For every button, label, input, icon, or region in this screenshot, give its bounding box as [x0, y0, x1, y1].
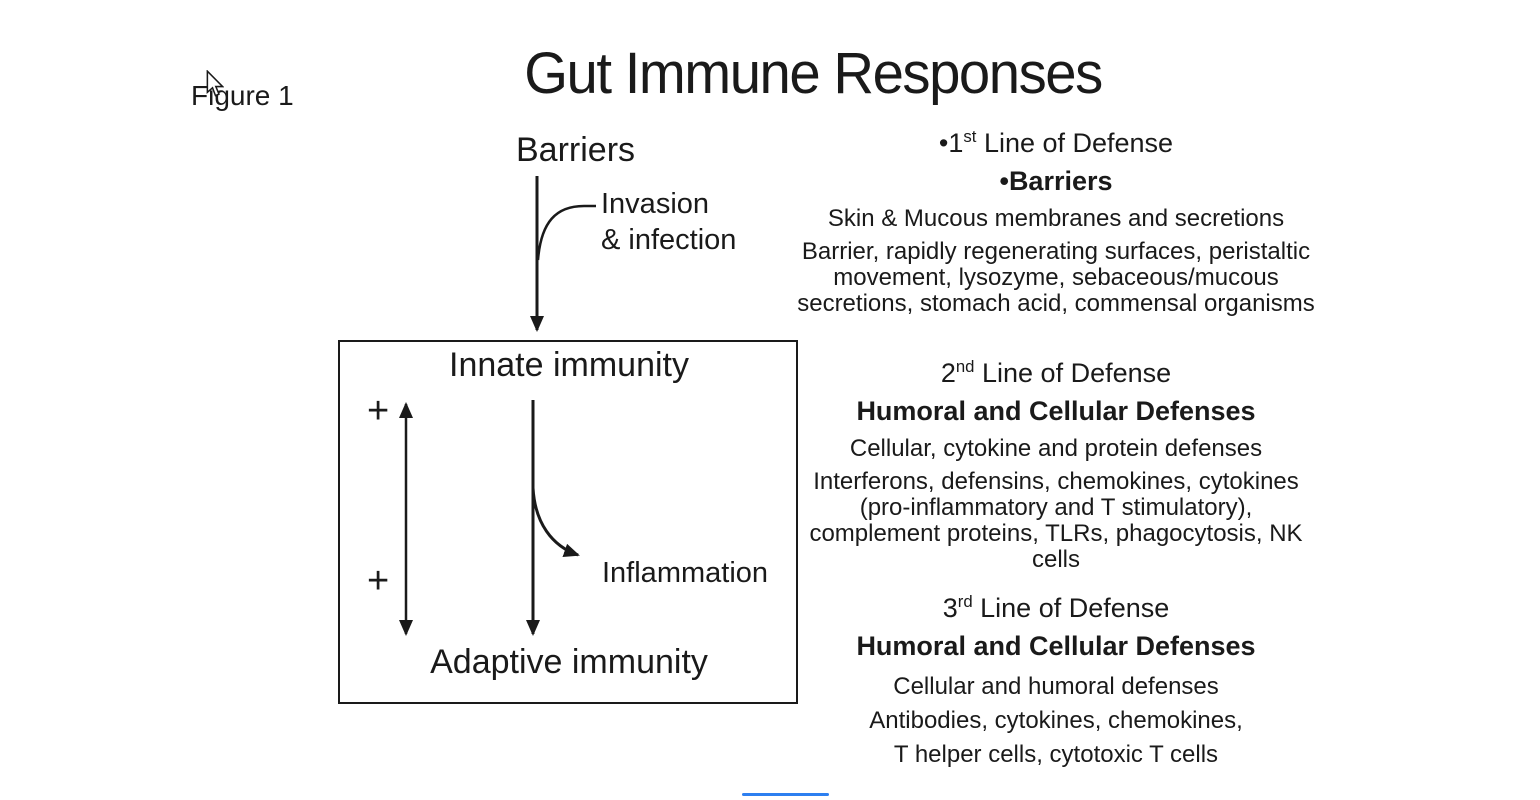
progress-indicator[interactable]: [742, 793, 829, 796]
text-line: Barrier, rapidly regenerating surfaces, …: [801, 238, 1311, 265]
text-line: & infection: [601, 224, 737, 256]
text-line: movement, lysozyme, sebaceous/mucous: [833, 264, 1279, 291]
barriers-label: Barriers: [516, 131, 636, 169]
ordinal-suffix: rd: [957, 592, 973, 611]
defense-section-1: •1st Line of Defense •Barriers Skin & Mu…: [779, 121, 1333, 317]
heading-rest: Line of Defense: [972, 593, 1170, 623]
text-line: secretions, stomach acid, commensal orga…: [797, 290, 1315, 317]
ordinal-suffix: st: [963, 127, 977, 146]
defense-summary: Cellular and humoral defenses: [893, 673, 1219, 700]
defense-heading: •1st Line of Defense: [779, 121, 1333, 159]
text-line: complement proteins, TLRs, phagocytosis,…: [809, 520, 1303, 547]
subheading-text: Barriers: [1008, 166, 1113, 196]
defense-section-2: 2nd Line of Defense Humoral and Cellular…: [779, 351, 1333, 573]
innate-immunity-label: Innate immunity: [449, 346, 689, 384]
text-line: Invasion: [601, 188, 710, 220]
heading-rest: Line of Defense: [974, 358, 1172, 388]
adaptive-immunity-label: Adaptive immunity: [430, 643, 708, 681]
defense-summary: Cellular, cytokine and protein defenses: [849, 435, 1263, 462]
defense-subheading: Humoral and Cellular Defenses: [856, 631, 1256, 661]
ordinal-suffix: nd: [955, 357, 975, 376]
defense-subheading: Humoral and Cellular Defenses: [856, 396, 1256, 426]
text-line: Antibodies, cytokines, chemokines,: [869, 707, 1243, 734]
defense-section-3: 3rd Line of Defense Humoral and Cellular…: [779, 586, 1333, 772]
invasion-curve: [536, 204, 596, 261]
bullet: •: [938, 128, 949, 158]
bullet: •: [999, 166, 1009, 196]
defense-heading: 3rd Line of Defense: [779, 586, 1333, 624]
text-line: (pro-inflammatory and T stimulatory),: [859, 494, 1253, 521]
defense-heading: 2nd Line of Defense: [779, 351, 1333, 389]
defense-detail: Interferons, defensins, chemokines, cyto…: [779, 469, 1333, 573]
ordinal: 2: [940, 358, 956, 388]
inflammation-arrow: [531, 487, 580, 558]
slide-title: Gut Immune Responses: [524, 41, 1103, 106]
ordinal: 3: [942, 593, 958, 623]
plus-sign-top: +: [367, 390, 390, 432]
defense-detail: Antibodies, cytokines, chemokines, T help…: [779, 704, 1333, 772]
defense-subheading: •Barriers: [779, 166, 1333, 196]
heading-rest: Line of Defense: [976, 128, 1174, 158]
text-line: T helper cells, cytotoxic T cells: [893, 741, 1219, 768]
defense-summary: Skin & Mucous membranes and secretions: [827, 205, 1285, 232]
plus-sign-bottom: +: [367, 560, 390, 602]
defense-detail: Barrier, rapidly regenerating surfaces, …: [779, 239, 1333, 317]
mouse-cursor: [206, 70, 224, 97]
inflammation-label: Inflammation: [602, 557, 769, 589]
ordinal: 1: [948, 128, 964, 158]
invasion-infection-label: Invasion & infection: [601, 186, 736, 258]
text-line: Interferons, defensins, chemokines, cyto…: [813, 468, 1299, 495]
text-line: cells: [1031, 546, 1080, 573]
